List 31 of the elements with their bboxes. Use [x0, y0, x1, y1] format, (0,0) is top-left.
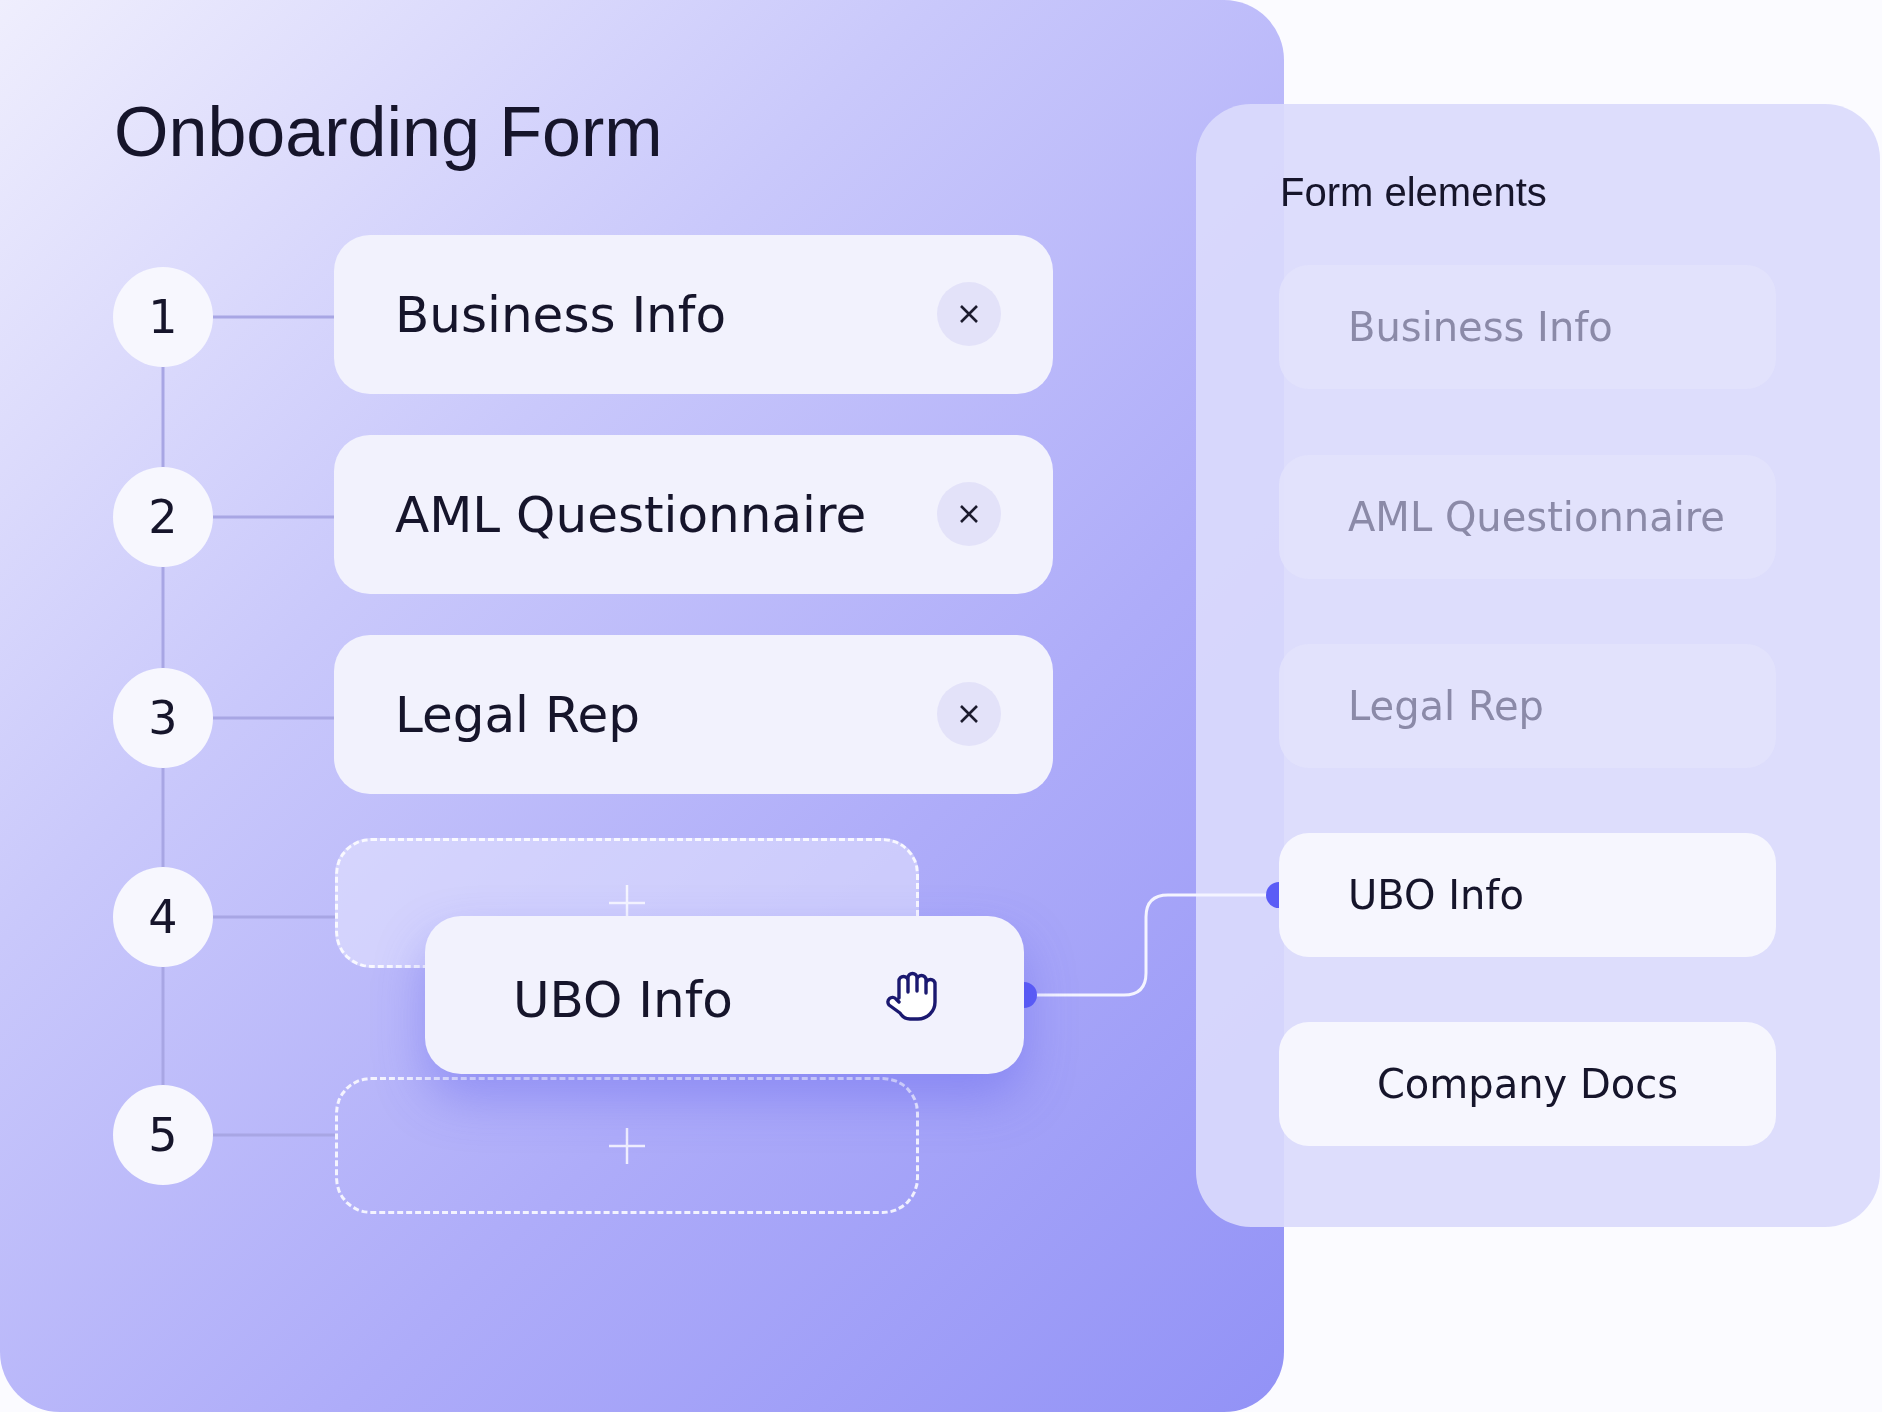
connector-line: [161, 567, 165, 668]
section-label: UBO Info: [513, 970, 733, 1029]
element-option: [1279, 1022, 1776, 1146]
connector-line: [213, 515, 334, 519]
step-number: 5: [148, 1108, 178, 1162]
step-number: 2: [148, 490, 178, 544]
form-panel: [0, 0, 1284, 1412]
step-number: 3: [148, 691, 178, 745]
section-label: Legal Rep: [395, 685, 640, 744]
option-label: AML Questionnaire: [1348, 494, 1725, 540]
connector-line: [213, 716, 334, 720]
step-number: 4: [148, 890, 178, 944]
sidebar-panel: [1196, 104, 1880, 1227]
dragged-card: [425, 916, 1024, 1074]
option-label: Legal Rep: [1348, 683, 1544, 729]
connector-line: [161, 768, 165, 867]
connector-line: [161, 367, 165, 467]
drop-slot: [335, 1077, 919, 1214]
option-label: Business Info: [1348, 304, 1613, 350]
panel-title: Onboarding Form: [114, 92, 663, 172]
connector-line: [213, 315, 334, 319]
element-option: [1279, 833, 1776, 957]
panel-title: Form elements: [1280, 170, 1547, 215]
option-label: UBO Info: [1348, 872, 1524, 918]
form-section-card: [334, 235, 1053, 394]
option-label: Company Docs: [1376, 1061, 1679, 1107]
section-label: AML Questionnaire: [395, 485, 867, 544]
form-section-card: [334, 435, 1053, 594]
form-section-card: [334, 635, 1053, 794]
step-number: 1: [148, 290, 178, 344]
section-label: Business Info: [395, 285, 726, 344]
